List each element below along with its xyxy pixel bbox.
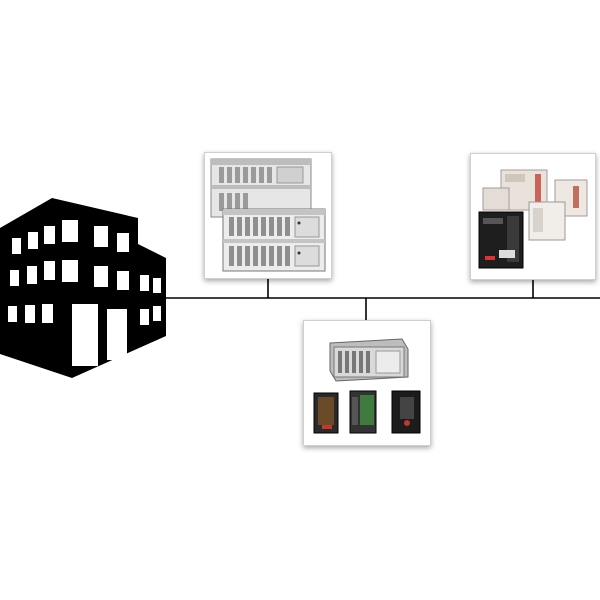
plc-modules-card	[470, 153, 596, 280]
io-modules-card	[303, 320, 431, 446]
compact-plc-modules-icon	[471, 154, 595, 279]
rack-controller-system-icon	[205, 153, 331, 278]
rack-controller-card	[204, 152, 332, 279]
io-card-modules-icon	[304, 321, 430, 445]
